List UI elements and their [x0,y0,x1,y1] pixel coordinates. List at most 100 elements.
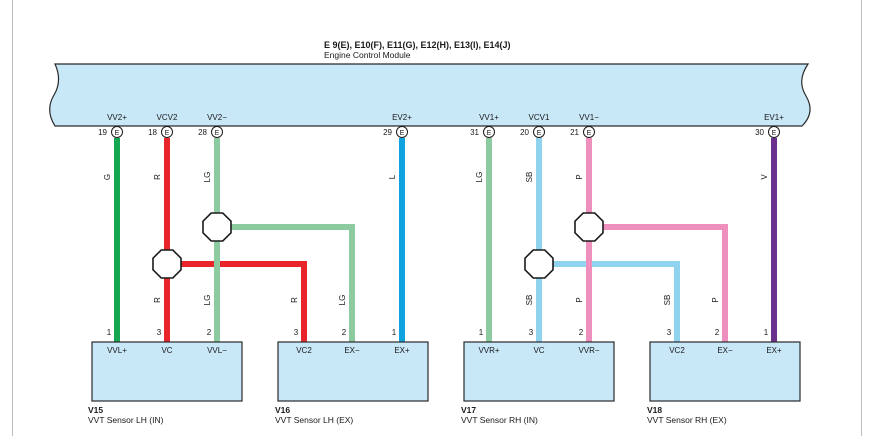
pin-label-vv2p: VV2+ [107,113,127,122]
sensor-pin-label-v15-1: VVL+ [107,346,127,355]
sensor-pin-num-v17-1: 1 [479,328,484,337]
connector-e-vcv2 [161,126,173,138]
sensor-pin-label-v17-3: VVR− [578,346,599,355]
ecm-block [49,63,811,127]
wire-vc2-rh-skyblue [539,261,680,342]
sensor-pin-label-v18-2: EX− [717,346,733,355]
connector-e-ev2p-letter: E [400,130,405,137]
connector-e-vcv2-letter: E [165,130,170,137]
connector-e-vv2p-letter: E [115,130,120,137]
pin-number-ev1p: 30 [755,128,764,137]
pin-number-vcv2: 18 [148,128,157,137]
sensor-name-v17: VVT Sensor RH (IN) [461,415,538,425]
pin-label-vv1m: VV1− [579,113,599,122]
pin-number-vv2m: 28 [198,128,207,137]
wire-label-exm-lh-bot: LG [338,295,347,306]
pin-label-vcv2: VCV2 [157,113,178,122]
wire-label-vcv2-top: R [153,174,162,180]
pin-number-vv2p: 19 [98,128,107,137]
connector-e-vv2p [111,126,123,138]
wire-label-vv2m-top: LG [203,172,212,183]
sensor-pin-num-v18-1: 3 [667,328,672,337]
sensor-pin-num-v18-2: 2 [715,328,720,337]
sensor-v16: 3 2 1 VC2 EX− EX+ V16 VVT Sensor LH (EX) [275,328,429,425]
splice-junction-rh-vv1m [574,212,604,242]
pin-label-vv2m: VV2− [207,113,227,122]
wire-label-vv2p-top: G [103,174,112,180]
wire-label-ev1p-top: V [760,174,769,180]
pin-number-vcv1: 20 [520,128,529,137]
sensor-code-v18: V18 [647,405,662,415]
connector-e-vv1m [583,126,595,138]
ecm-pin-connectors: 19 E 18 E 28 E 29 E 31 E 20 E 21 E 30 E [98,126,780,138]
wire-label-vv1m-top: P [575,174,584,179]
sensor-pin-label-v16-1: VC2 [296,346,312,355]
ecm-connectors-label: E 9(E), E10(F), E11(G), E12(H), E13(I), … [324,40,511,50]
sensor-pin-label-v17-1: VVR+ [478,346,499,355]
page-border-left [12,0,13,436]
wire-exm-lh-lightgreen [217,224,355,342]
sensor-pin-label-v16-2: EX− [344,346,360,355]
sensor-pin-num-v18-3: 1 [764,328,769,337]
splice-junction-lh-vcv2 [152,249,182,279]
sensor-pin-num-v17-2: 3 [529,328,534,337]
wire-label-vvr-bot: P [575,297,584,302]
pin-number-vv1m: 21 [570,128,579,137]
wire-label-vc-rh-bot: SB [525,295,534,306]
connector-e-ev1p-letter: E [772,130,777,137]
sensor-pin-num-v16-3: 1 [392,328,397,337]
sensor-box-v18 [649,341,801,402]
wire-color-labels: G R LG L LG SB P V R LG R LG SB P SB P [103,172,769,306]
sensor-pin-num-v17-3: 2 [579,328,584,337]
sensor-pin-label-v18-3: EX+ [766,346,782,355]
pin-label-vv1p: VV1+ [479,113,499,122]
sensor-pin-label-v16-3: EX+ [394,346,410,355]
sensor-code-v17: V17 [461,405,476,415]
sensor-pin-label-v15-2: VC [161,346,172,355]
wire-label-vvl-bot: LG [203,295,212,306]
splice-junction-rh-vcv1 [524,249,554,279]
sensor-code-v15: V15 [88,405,103,415]
pin-label-ev2p: EV2+ [392,113,412,122]
sensor-box-v16 [277,341,429,402]
connector-e-vcv1-letter: E [537,130,542,137]
ecm-pin-labels: VV2+ VCV2 VV2− EV2+ VV1+ VCV1 VV1− EV1+ [107,113,784,122]
sensor-pin-label-v17-2: VC [533,346,544,355]
wire-label-exm-rh-bot: P [711,297,720,302]
sensor-box-v17 [463,341,615,402]
sensor-v17: 1 3 2 VVR+ VC VVR− V17 VVT Sensor RH (IN… [461,328,615,425]
sensor-v18: 3 2 1 VC2 EX− EX+ V18 VVT Sensor RH (EX) [647,328,801,425]
wire-label-ev2p-top: L [388,174,397,179]
wire-label-vv1p-top: LG [475,172,484,183]
sensor-code-v16: V16 [275,405,290,415]
connector-e-vv2m [211,126,223,138]
sensor-pin-num-v16-1: 3 [294,328,299,337]
connector-e-vv2m-letter: E [215,130,220,137]
wire-label-vc-lh-bot: R [153,297,162,303]
sensor-name-v16: VVT Sensor LH (EX) [275,415,353,425]
ecm-name-label: Engine Control Module [324,50,411,60]
sensor-pin-label-v18-1: VC2 [669,346,685,355]
pin-label-vcv1: VCV1 [529,113,550,122]
splice-junctions [152,212,604,279]
pin-number-vv1p: 31 [470,128,479,137]
wires [114,138,777,342]
wire-label-vc2-lh-bot: R [290,297,299,303]
sensor-pin-num-v15-2: 3 [157,328,162,337]
wire-vc2-lh-red [167,261,307,342]
pin-number-ev2p: 29 [383,128,392,137]
sensor-v15: 1 3 2 VVL+ VC VVL− V15 VVT Sensor LH (IN… [88,328,243,425]
pin-label-ev1p: EV1+ [764,113,784,122]
sensor-pin-num-v15-3: 2 [207,328,212,337]
connector-e-vv1m-letter: E [587,130,592,137]
wire-label-vcv1-top: SB [525,172,534,183]
sensor-pin-num-v16-2: 2 [342,328,347,337]
sensor-pin-label-v15-3: VVL− [207,346,227,355]
sensor-pin-num-v15-1: 1 [107,328,112,337]
connector-e-ev1p [768,126,780,138]
sensor-box-v15 [91,341,243,402]
connector-e-vcv1 [533,126,545,138]
connector-e-vv1p [483,126,495,138]
sensor-name-v18: VVT Sensor RH (EX) [647,415,727,425]
